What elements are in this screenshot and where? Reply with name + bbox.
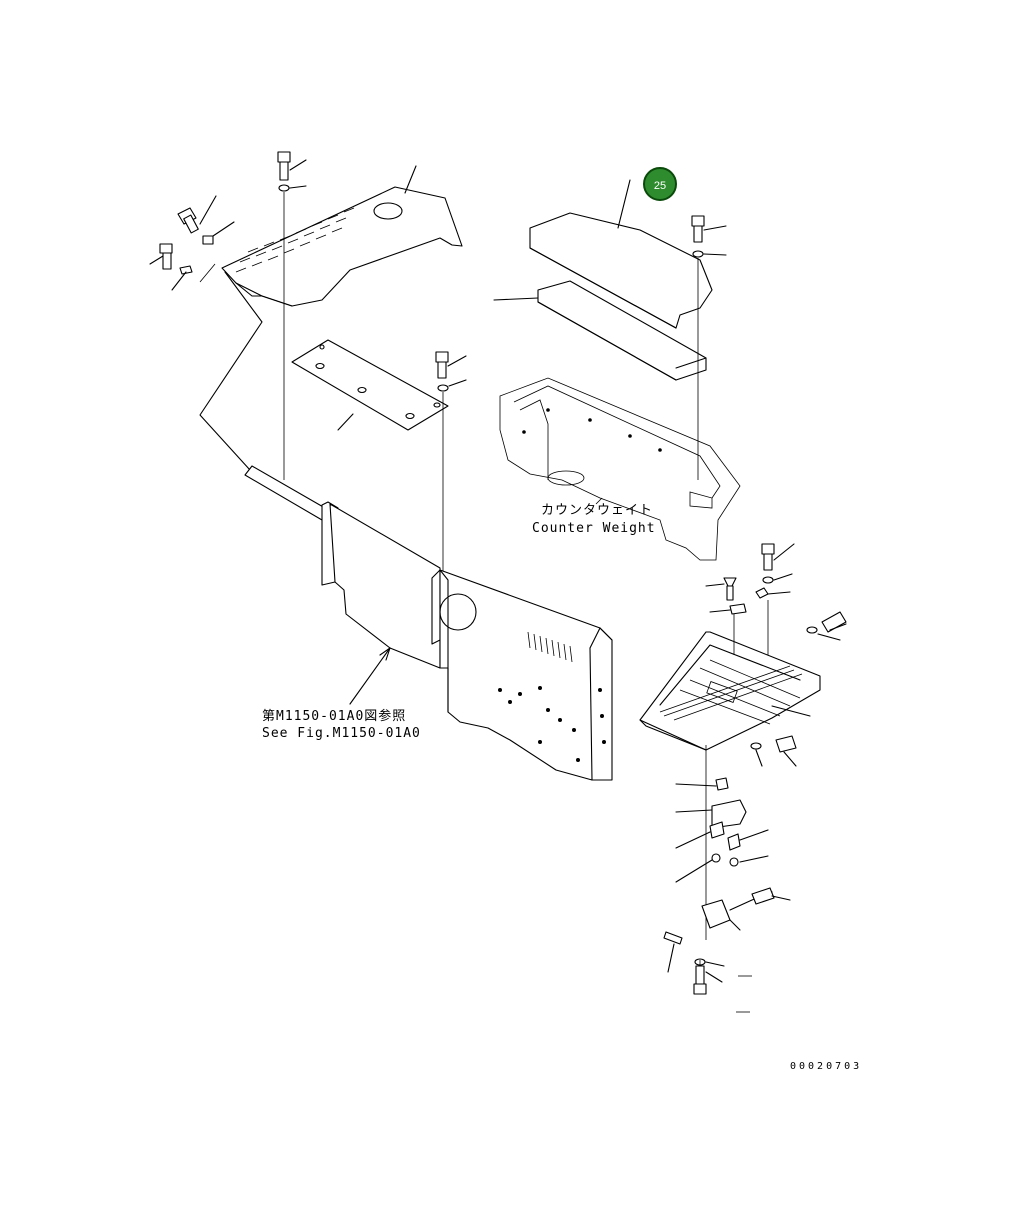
counter-weight-label-en: Counter Weight: [532, 521, 656, 536]
lower-bracket-group: [663, 745, 791, 1013]
bolt-group-right-upper: [691, 215, 727, 480]
drawing-code: 00020703: [790, 1061, 863, 1072]
bolt-group-top-left: [149, 151, 307, 480]
callout-badge[interactable]: 25: [643, 167, 677, 201]
bolt-group-right-middle: [705, 543, 847, 767]
plate-part: [291, 339, 449, 431]
counterweight-body: [499, 377, 741, 561]
step-bracket-part: [639, 600, 821, 751]
counter-weight-label-jp: カウンタウェイト: [541, 503, 654, 518]
bolt-group-center: [435, 351, 467, 575]
side-panel-part: [244, 465, 613, 781]
top-cover-part: [221, 165, 463, 307]
leader-line: [199, 271, 263, 471]
see-figure-label-jp: 第M1150-01A0図参照: [262, 709, 407, 724]
see-figure-label-en: See Fig.M1150-01A0: [262, 726, 421, 741]
counterweight-cover-part: [493, 179, 713, 381]
